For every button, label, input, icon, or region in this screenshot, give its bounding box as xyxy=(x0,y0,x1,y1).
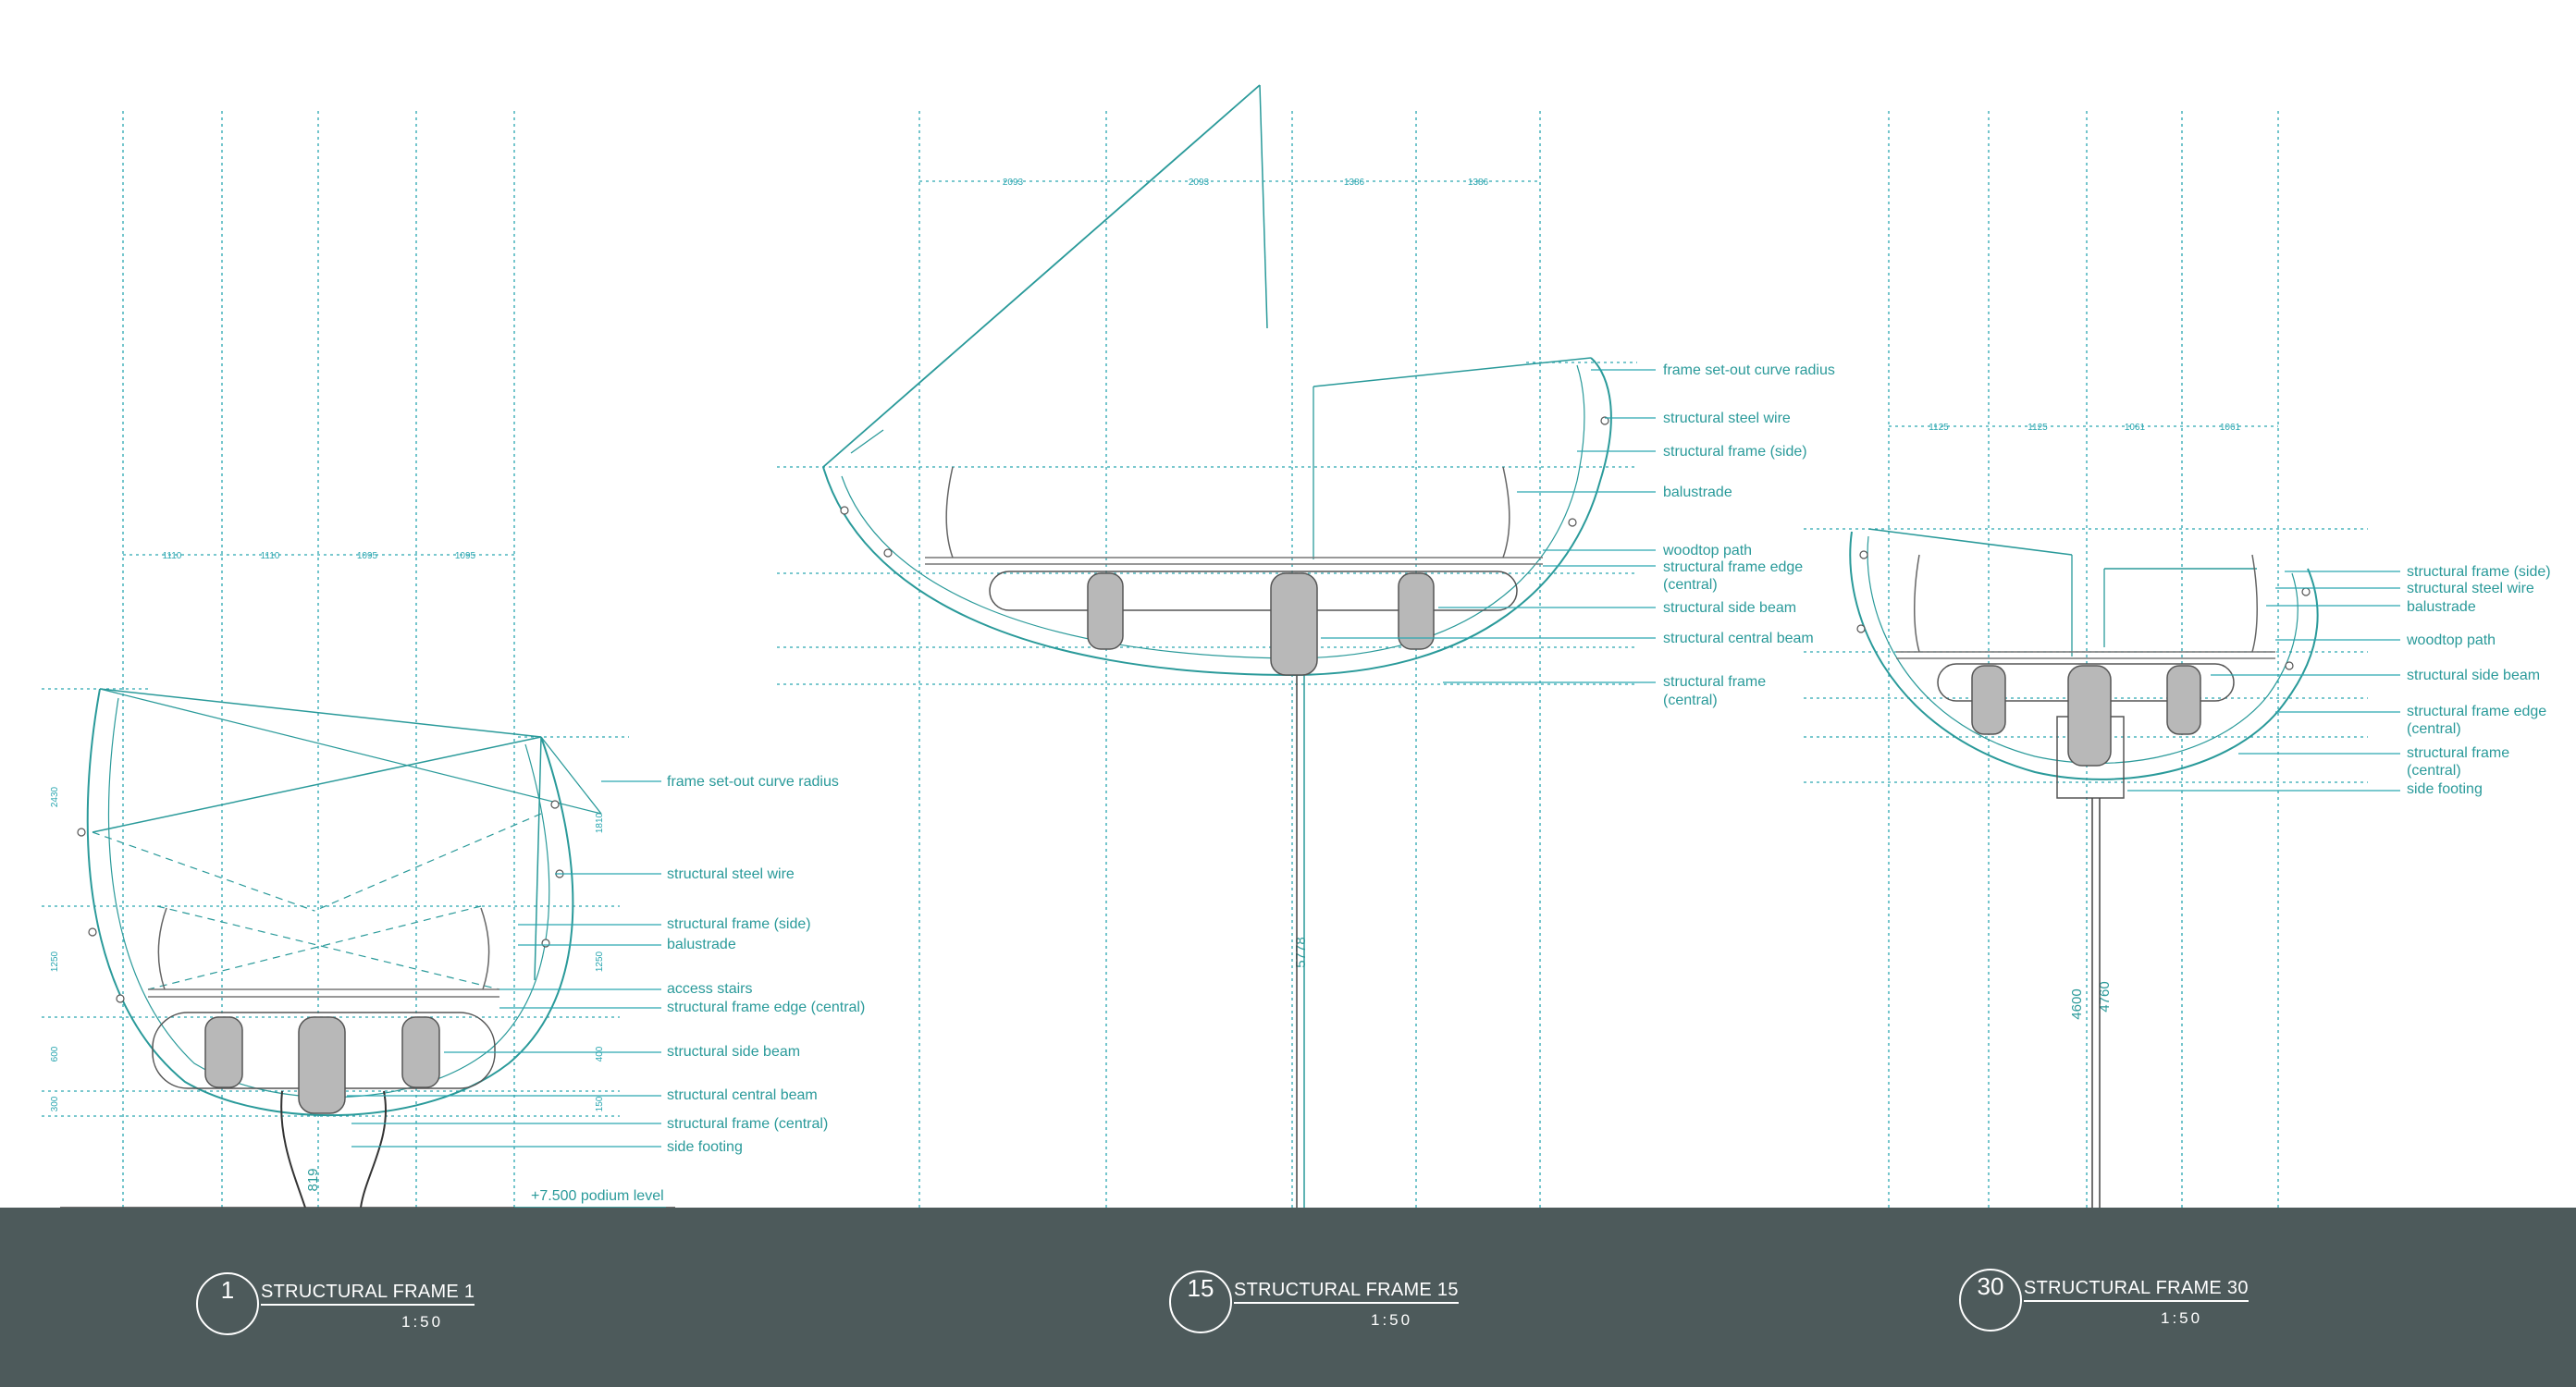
f1-label-side-beam: structural side beam xyxy=(667,1044,800,1060)
frame-30-bolts xyxy=(1856,550,2311,670)
f15-label-frame-edge: structural frame edge xyxy=(1663,559,1803,575)
dim-f1-left-1: 2430 xyxy=(50,786,60,807)
frame-30-beams xyxy=(1971,665,2201,767)
frame-1-bolts xyxy=(77,800,564,1003)
frame-1-number: 1 xyxy=(220,1276,235,1304)
f1-label-frame-central: structural frame (central) xyxy=(667,1116,828,1132)
frame-1-scale: 1:50 xyxy=(401,1313,444,1331)
dim-f15-vertical: 5778 xyxy=(1293,937,1309,967)
frame-30-title: STRUCTURAL FRAME 30 xyxy=(2024,1278,2249,1302)
f15-label-curve-radius: frame set-out curve radius xyxy=(1663,362,1835,378)
frame-30-number-circle: 30 xyxy=(1959,1269,2022,1332)
f30-label-woodtop-path: woodtop path xyxy=(2406,632,2496,648)
f15-label-frame-edge-central: (central) xyxy=(1663,577,1718,593)
structural-drawing: 1110 1110 1095 1095 2093 2093 1386 1386 … xyxy=(42,84,2551,1208)
frame-1-deck xyxy=(60,907,675,1208)
frame-30-number: 30 xyxy=(1977,1272,2004,1300)
dim-f30-4: 1061 xyxy=(2220,423,2241,433)
f1-label-frame-side: structural frame (side) xyxy=(667,916,811,932)
f1-label-frame-edge: structural frame edge (central) xyxy=(667,1000,865,1015)
f1-label-steel-wire: structural steel wire xyxy=(667,866,795,882)
f30-label-frame-side: structural frame (side) xyxy=(2407,564,2551,580)
dim-f15-2: 2093 xyxy=(1189,178,1210,188)
dim-f15-1: 2093 xyxy=(1003,178,1024,188)
dim-f1-4: 1095 xyxy=(455,551,476,561)
f15-label-steel-wire: structural steel wire xyxy=(1663,411,1791,426)
dim-f30-vertical-1: 4600 xyxy=(2069,988,2085,1019)
f15-label-side-beam: structural side beam xyxy=(1663,600,1796,616)
dim-f1-2: 1110 xyxy=(261,551,280,561)
f30-label-side-footing: side footing xyxy=(2407,781,2483,797)
frame-15-outer-curve xyxy=(822,357,1612,677)
dim-f30-3: 1061 xyxy=(2125,423,2146,433)
dim-f1-right-4: 150 xyxy=(595,1096,605,1111)
dim-f1-right-1: 1810 xyxy=(595,812,605,833)
f15-label-woodtop-path: woodtop path xyxy=(1662,543,1752,558)
frame-1-number-circle: 1 xyxy=(196,1272,259,1335)
dim-f1-left-4: 300 xyxy=(50,1096,60,1111)
dim-f1-right-2: 1250 xyxy=(595,951,605,972)
frame-15-deck xyxy=(925,466,1543,1208)
f15-label-frame-central: structural frame xyxy=(1663,674,1766,690)
f30-label-frame-central-2: (central) xyxy=(2407,763,2461,779)
dim-f30-1: 1125 xyxy=(1929,423,1949,433)
frame-15-title: STRUCTURAL FRAME 15 xyxy=(1234,1280,1459,1304)
f1-label-side-footing: side footing xyxy=(667,1139,743,1155)
frame-30-deck xyxy=(1896,554,2275,1208)
f1-podium-level: +7.500 podium level xyxy=(531,1188,664,1204)
frame-1-outer-curve xyxy=(86,688,574,1117)
dim-f1-vertical: 819 xyxy=(305,1168,321,1191)
f15-label-balustrade: balustrade xyxy=(1663,485,1732,500)
frame-15-bolts xyxy=(840,416,1609,558)
f30-label-steel-wire: structural steel wire xyxy=(2407,581,2534,596)
frame-1-beams xyxy=(204,1016,440,1114)
f1-label-curve-radius: frame set-out curve radius xyxy=(667,774,839,790)
f30-label-side-beam: structural side beam xyxy=(2407,668,2540,683)
dim-f15-4: 1386 xyxy=(1468,178,1489,188)
frame-15-scale: 1:50 xyxy=(1371,1311,1413,1329)
dim-f15-3: 1386 xyxy=(1344,178,1365,188)
f15-label-frame-side: structural frame (side) xyxy=(1663,444,1807,460)
f30-label-frame-edge-central: (central) xyxy=(2407,721,2461,737)
dim-f1-1: 1110 xyxy=(163,551,182,561)
dim-f1-right-3: 400 xyxy=(595,1046,605,1062)
f30-label-frame-central: structural frame xyxy=(2407,745,2509,761)
frame-15-section xyxy=(822,84,1612,677)
f15-label-central-beam: structural central beam xyxy=(1663,631,1814,646)
frame-1-title: STRUCTURAL FRAME 1 xyxy=(261,1282,475,1306)
frame-15-number: 15 xyxy=(1187,1274,1214,1302)
frame-15-inner-curve xyxy=(841,364,1585,659)
dim-f1-left-3: 600 xyxy=(50,1046,60,1062)
frame-30-outer-curve xyxy=(1849,531,2319,780)
dim-f1-left-2: 1250 xyxy=(50,951,60,972)
dim-f30-2: 1125 xyxy=(2028,423,2048,433)
f30-label-frame-edge: structural frame edge xyxy=(2407,704,2546,719)
frame-15-beams xyxy=(1087,572,1435,676)
f1-label-central-beam: structural central beam xyxy=(667,1087,818,1103)
f30-label-balustrade: balustrade xyxy=(2407,599,2476,615)
f1-label-access-stairs: access stairs xyxy=(667,981,752,997)
f1-label-balustrade: balustrade xyxy=(667,937,736,952)
f15-label-frame-central-2: (central) xyxy=(1663,693,1718,708)
dim-f30-vertical-2: 4760 xyxy=(2097,981,2113,1012)
frame-30-scale: 1:50 xyxy=(2161,1309,2203,1327)
title-footer: 1 STRUCTURAL FRAME 1 1:50 15 STRUCTURAL … xyxy=(0,1208,2576,1387)
frame-15-number-circle: 15 xyxy=(1169,1270,1232,1333)
dim-f1-3: 1095 xyxy=(357,551,378,561)
